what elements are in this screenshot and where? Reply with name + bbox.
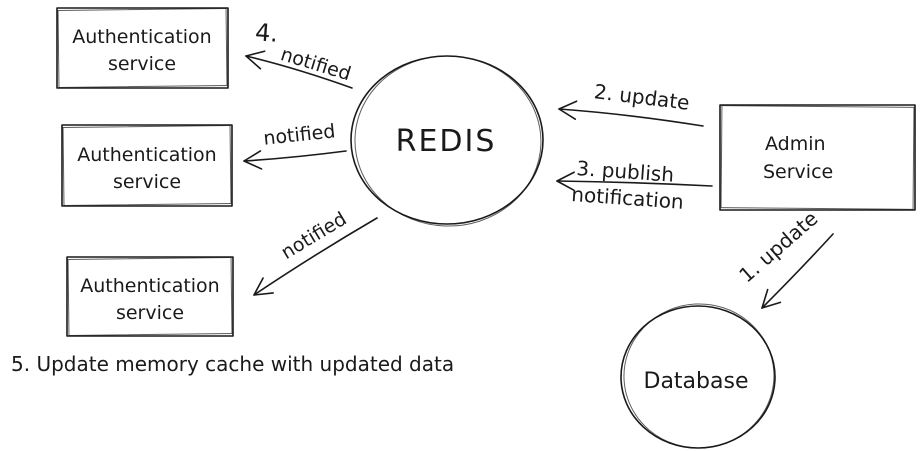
label-3-notification: notification <box>571 182 685 214</box>
node-database: Database <box>620 303 776 449</box>
label-1-update: 1. update <box>734 206 822 287</box>
note-step-5: 5. Update memory cache with updated data <box>11 352 454 376</box>
label-2-update: 2. update <box>593 79 691 115</box>
redis-circle-sketch <box>354 55 542 227</box>
label-step-4-number: 4. <box>254 18 279 48</box>
auth-service-3-box-sketch <box>67 257 233 336</box>
auth-service-3-box <box>66 256 234 337</box>
database-label: Database <box>644 369 749 394</box>
node-admin-service: Admin Service <box>719 104 916 211</box>
database-circle-sketch <box>623 303 775 449</box>
auth-service-2-box <box>61 124 233 207</box>
arrow-notified-middle <box>243 150 347 170</box>
auth-service-2-box-sketch <box>62 124 232 207</box>
auth-service-1-box-sketch <box>57 7 228 89</box>
arrow-3-publish-notification <box>556 171 713 192</box>
auth-service-3-label-line2: service <box>116 302 184 324</box>
auth-service-3-label-line1: Authentication <box>80 275 219 297</box>
node-redis: REDIS <box>350 55 544 227</box>
label-notified-middle: notified <box>262 120 336 149</box>
arrow-2-update <box>558 100 704 127</box>
admin-service-label-line2: Service <box>763 161 833 183</box>
arrow-notified-bottom <box>253 217 378 296</box>
label-notified-top: notified <box>278 43 353 85</box>
node-auth-service-3: Authentication service <box>66 256 234 337</box>
admin-service-box-sketch <box>720 105 915 210</box>
auth-service-1-label-line2: service <box>108 53 176 75</box>
auth-service-2-label-line2: service <box>113 171 181 193</box>
arrow-1-update <box>761 233 834 309</box>
auth-service-2-label-line1: Authentication <box>77 144 216 166</box>
node-auth-service-1: Authentication service <box>56 7 229 89</box>
admin-service-box <box>719 104 916 211</box>
arrow-4-notified <box>245 50 353 89</box>
auth-service-1-label-line1: Authentication <box>72 26 211 48</box>
redis-label: REDIS <box>396 124 497 159</box>
auth-service-1-box <box>56 7 229 89</box>
node-auth-service-2: Authentication service <box>61 124 233 207</box>
admin-service-label-line1: Admin <box>765 133 826 155</box>
